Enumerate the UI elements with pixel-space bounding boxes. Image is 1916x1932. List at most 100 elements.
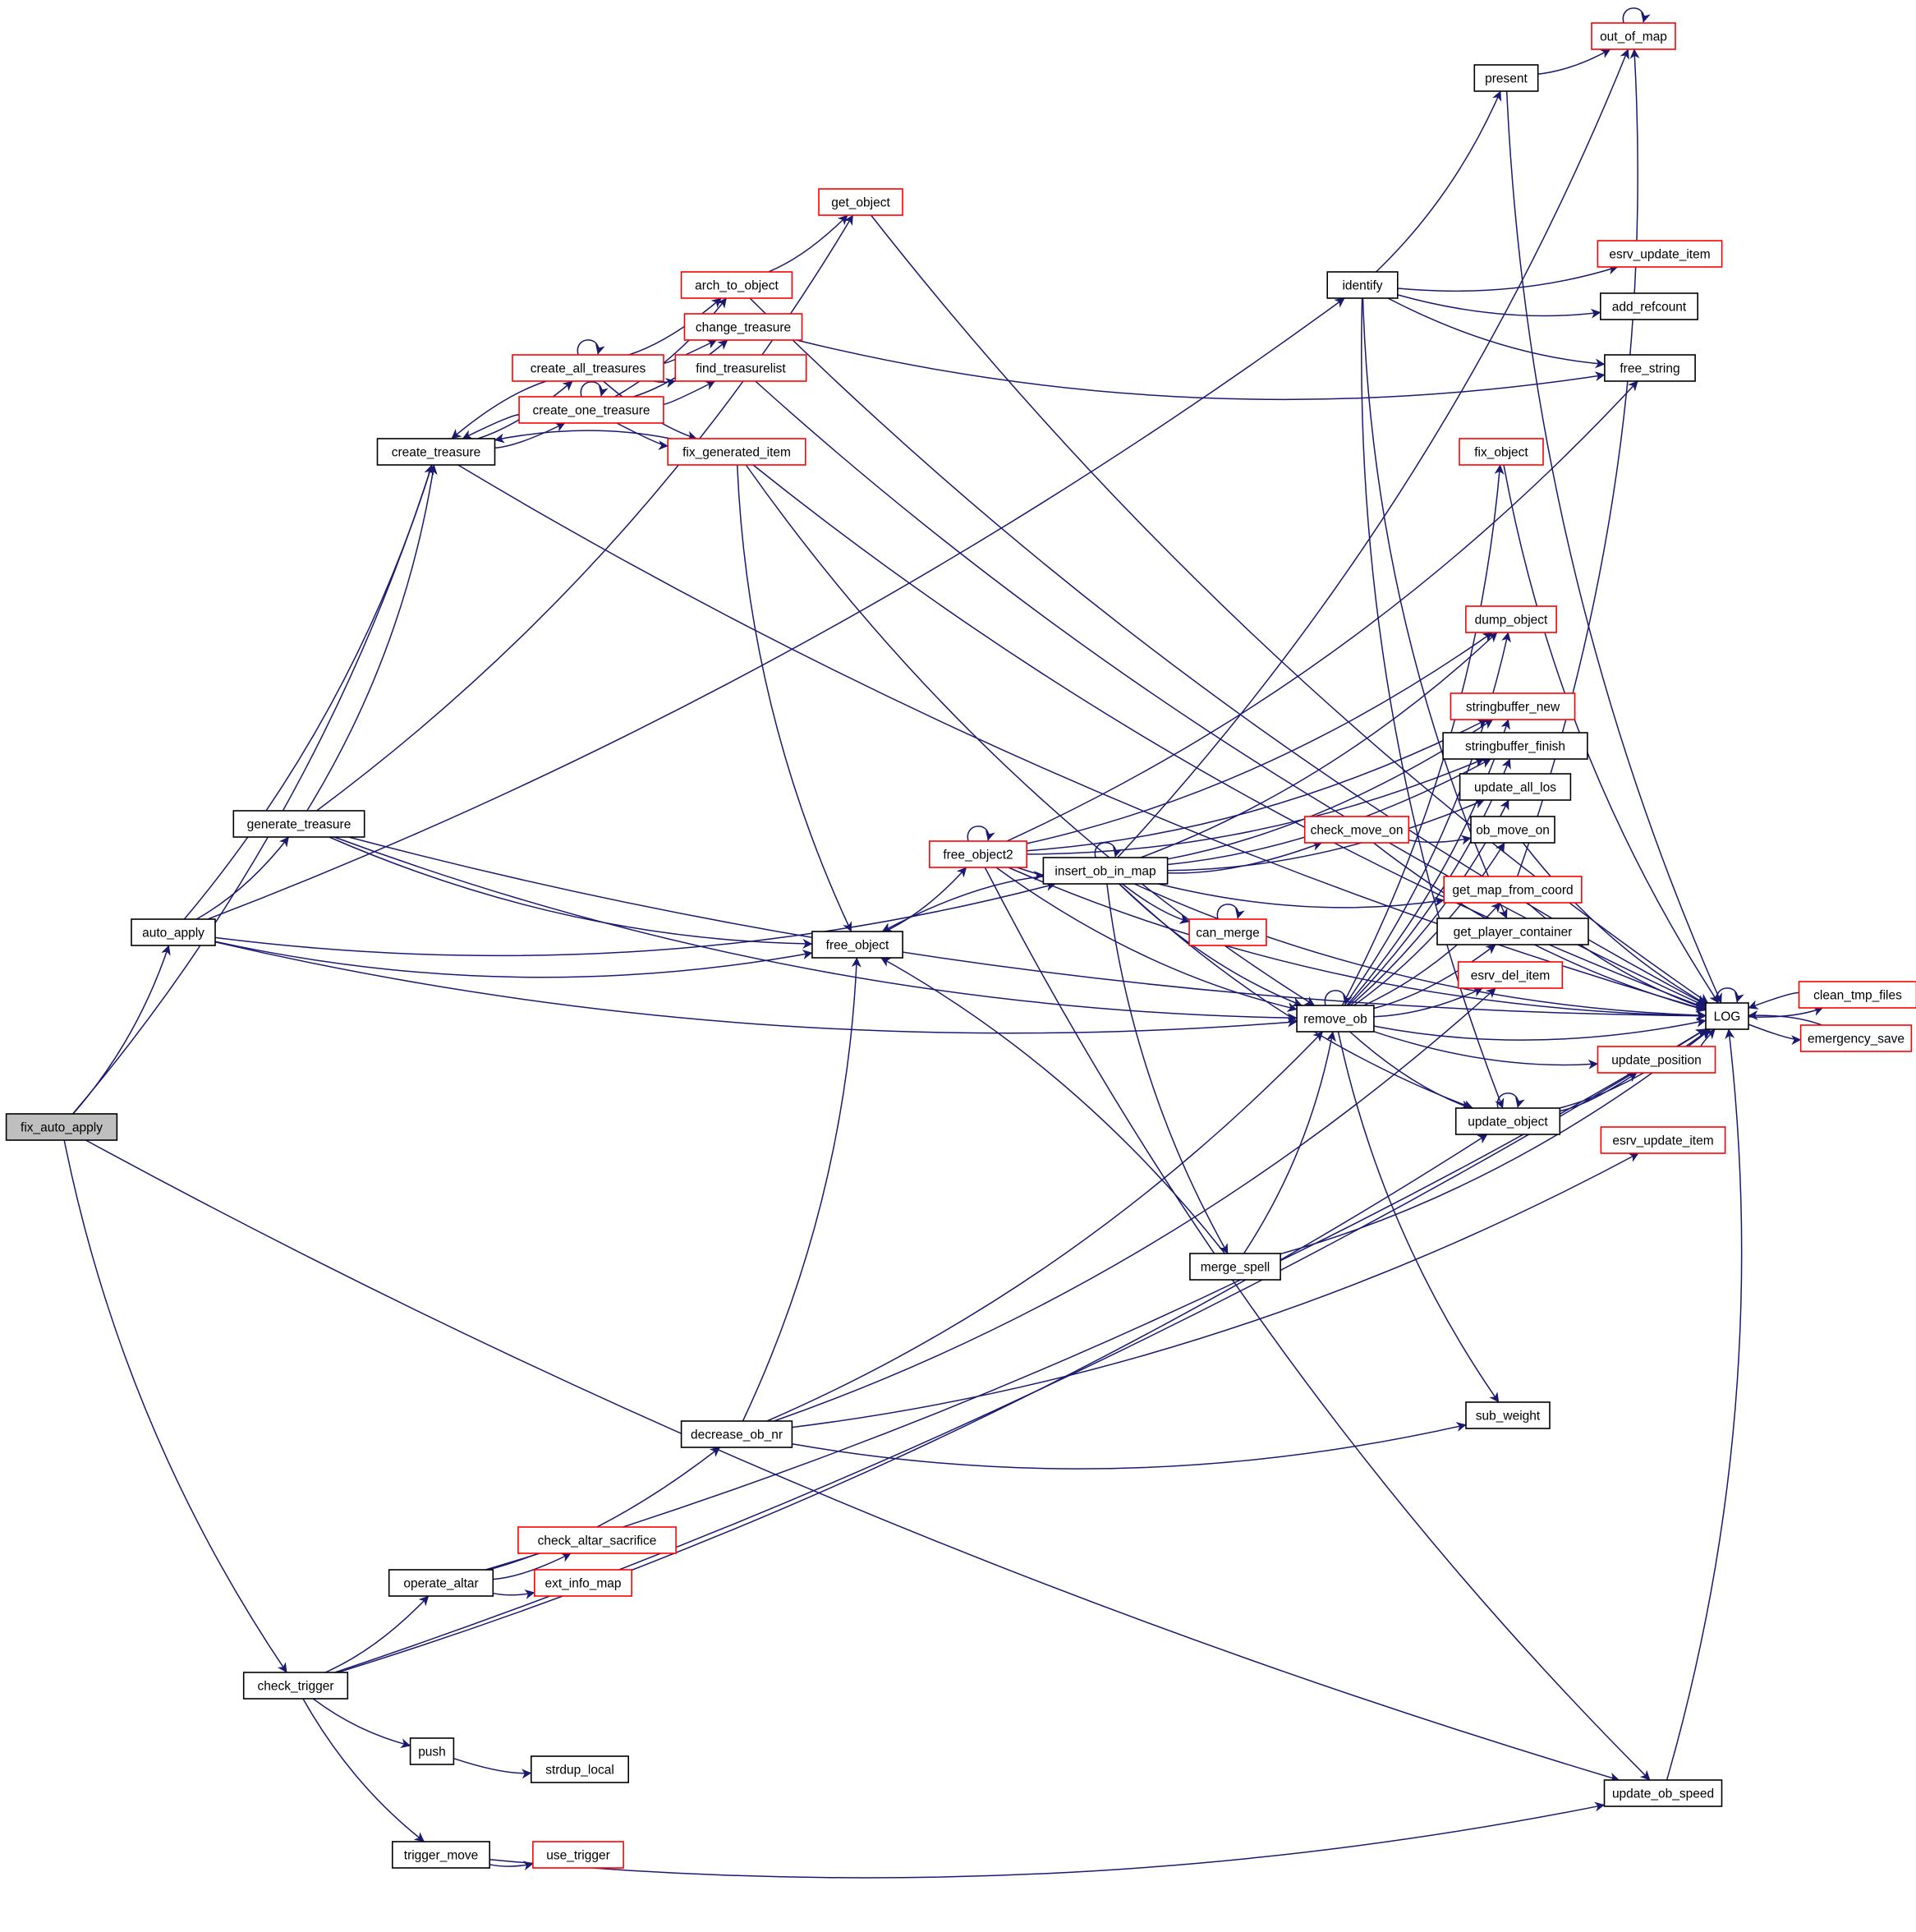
node-box-fix_object[interactable]: [1459, 438, 1544, 466]
graph-node-arch_to_object[interactable]: arch_to_object: [680, 271, 793, 299]
graph-node-create_treasure[interactable]: create_treasure: [376, 438, 496, 466]
graph-node-dump_object[interactable]: dump_object: [1465, 605, 1557, 633]
node-box-insert_ob_in_map[interactable]: [1042, 857, 1169, 885]
node-box-create_one_treasure[interactable]: [518, 396, 664, 424]
graph-node-stringbuffer_new[interactable]: stringbuffer_new: [1450, 692, 1576, 720]
graph-node-get_object[interactable]: get_object: [818, 188, 903, 216]
node-box-stringbuffer_finish[interactable]: [1442, 732, 1588, 760]
node-box-add_refcount[interactable]: [1600, 292, 1699, 320]
graph-node-get_player_container[interactable]: get_player_container: [1436, 918, 1589, 945]
node-box-free_string[interactable]: [1604, 354, 1696, 382]
node-box-ext_info_map[interactable]: [533, 1569, 632, 1597]
graph-node-generate_treasure[interactable]: generate_treasure: [232, 810, 365, 838]
graph-node-push[interactable]: push: [409, 1737, 455, 1765]
graph-node-insert_ob_in_map[interactable]: insert_ob_in_map: [1042, 857, 1169, 885]
graph-node-create_one_treasure[interactable]: create_one_treasure: [518, 396, 664, 424]
graph-node-present[interactable]: present: [1473, 64, 1539, 92]
graph-node-fix_generated_item[interactable]: fix_generated_item: [667, 438, 806, 466]
node-box-can_merge[interactable]: [1188, 918, 1267, 946]
graph-node-find_treasurelist[interactable]: find_treasurelist: [674, 354, 807, 382]
graph-node-add_refcount[interactable]: add_refcount: [1600, 292, 1699, 320]
graph-node-remove_ob[interactable]: remove_ob: [1296, 1005, 1375, 1033]
node-box-find_treasurelist[interactable]: [674, 354, 807, 382]
node-box-trigger_move[interactable]: [391, 1841, 490, 1869]
graph-node-get_map_from_coord[interactable]: get_map_from_coord: [1443, 876, 1583, 904]
graph-node-use_trigger[interactable]: use_trigger: [532, 1841, 624, 1869]
graph-node-free_object[interactable]: free_object: [811, 931, 903, 959]
node-box-change_treasure[interactable]: [683, 313, 803, 341]
node-box-update_all_los[interactable]: [1459, 773, 1572, 801]
node-box-check_trigger[interactable]: [242, 1672, 349, 1700]
graph-node-esrv_update_item_2[interactable]: esrv_update_item: [1600, 1126, 1726, 1154]
node-box-free_object[interactable]: [811, 931, 903, 959]
node-box-esrv_del_item[interactable]: [1457, 961, 1564, 989]
graph-node-out_of_map[interactable]: out_of_map: [1591, 22, 1676, 50]
node-box-identify[interactable]: [1326, 271, 1399, 299]
graph-node-strdup_local[interactable]: strdup_local: [530, 1755, 629, 1783]
graph-node-esrv_del_item[interactable]: esrv_del_item: [1457, 961, 1564, 989]
node-box-sub_weight[interactable]: [1465, 1401, 1551, 1429]
node-box-create_all_treasures[interactable]: [512, 354, 664, 382]
node-box-esrv_update_item_1[interactable]: [1597, 240, 1723, 268]
node-box-stringbuffer_new[interactable]: [1450, 692, 1576, 720]
node-box-update_position[interactable]: [1597, 1046, 1716, 1074]
node-box-get_object[interactable]: [818, 188, 903, 216]
node-box-update_object[interactable]: [1454, 1107, 1561, 1135]
node-box-out_of_map[interactable]: [1591, 22, 1676, 50]
node-box-esrv_update_item_2[interactable]: [1600, 1126, 1726, 1154]
graph-node-update_all_los[interactable]: update_all_los: [1459, 773, 1572, 801]
node-box-free_object2[interactable]: [929, 840, 1028, 868]
node-box-get_player_container[interactable]: [1436, 918, 1589, 945]
node-box-decrease_ob_nr[interactable]: [680, 1420, 793, 1448]
graph-node-free_object2[interactable]: free_object2: [929, 840, 1028, 868]
node-box-emergency_save[interactable]: [1799, 1024, 1913, 1052]
node-box-push[interactable]: [409, 1737, 455, 1765]
graph-node-check_altar_sacrifice[interactable]: check_altar_sacrifice: [517, 1526, 677, 1554]
node-box-strdup_local[interactable]: [530, 1755, 629, 1783]
node-box-auto_apply[interactable]: [131, 918, 216, 946]
graph-node-stringbuffer_finish[interactable]: stringbuffer_finish: [1442, 732, 1588, 760]
graph-node-clean_tmp_files[interactable]: clean_tmp_files: [1798, 981, 1916, 1009]
node-box-remove_ob[interactable]: [1296, 1005, 1375, 1033]
node-box-create_treasure[interactable]: [376, 438, 496, 466]
graph-node-fix_auto_apply[interactable]: fix_auto_apply: [5, 1113, 118, 1141]
graph-node-esrv_update_item_1[interactable]: esrv_update_item: [1597, 240, 1723, 268]
graph-node-can_merge[interactable]: can_merge: [1188, 918, 1267, 946]
node-box-clean_tmp_files[interactable]: [1798, 981, 1916, 1009]
graph-node-ob_move_on[interactable]: ob_move_on: [1470, 816, 1555, 844]
graph-node-sub_weight[interactable]: sub_weight: [1465, 1401, 1551, 1429]
node-box-ob_move_on[interactable]: [1470, 816, 1555, 844]
node-box-dump_object[interactable]: [1465, 605, 1557, 633]
graph-node-free_string[interactable]: free_string: [1604, 354, 1696, 382]
graph-node-trigger_move[interactable]: trigger_move: [391, 1841, 490, 1869]
node-box-generate_treasure[interactable]: [232, 810, 365, 838]
node-box-fix_auto_apply[interactable]: [5, 1113, 118, 1141]
graph-node-ext_info_map[interactable]: ext_info_map: [533, 1569, 632, 1597]
node-box-check_move_on[interactable]: [1303, 816, 1410, 844]
node-box-use_trigger[interactable]: [532, 1841, 624, 1869]
graph-node-check_trigger[interactable]: check_trigger: [242, 1672, 349, 1700]
graph-node-update_object[interactable]: update_object: [1454, 1107, 1561, 1135]
node-box-arch_to_object[interactable]: [680, 271, 793, 299]
graph-node-operate_altar[interactable]: operate_altar: [388, 1569, 494, 1597]
node-box-merge_spell[interactable]: [1189, 1253, 1281, 1281]
node-box-get_map_from_coord[interactable]: [1443, 876, 1583, 904]
graph-node-LOG[interactable]: LOG: [1705, 1002, 1749, 1030]
graph-node-emergency_save[interactable]: emergency_save: [1799, 1024, 1913, 1052]
node-box-LOG[interactable]: [1705, 1002, 1749, 1030]
graph-node-update_ob_speed[interactable]: update_ob_speed: [1603, 1779, 1723, 1807]
graph-node-change_treasure[interactable]: change_treasure: [683, 313, 803, 341]
graph-node-auto_apply[interactable]: auto_apply: [131, 918, 216, 946]
graph-node-merge_spell[interactable]: merge_spell: [1189, 1253, 1281, 1281]
graph-node-decrease_ob_nr[interactable]: decrease_ob_nr: [680, 1420, 793, 1448]
graph-node-identify[interactable]: identify: [1326, 271, 1399, 299]
node-box-fix_generated_item[interactable]: [667, 438, 806, 466]
graph-node-update_position[interactable]: update_position: [1597, 1046, 1716, 1074]
graph-node-check_move_on[interactable]: check_move_on: [1303, 816, 1410, 844]
graph-node-fix_object[interactable]: fix_object: [1459, 438, 1544, 466]
graph-node-create_all_treasures[interactable]: create_all_treasures: [512, 354, 664, 382]
node-box-update_ob_speed[interactable]: [1603, 1779, 1723, 1807]
node-box-check_altar_sacrifice[interactable]: [517, 1526, 677, 1554]
node-box-present[interactable]: [1473, 64, 1539, 92]
node-box-operate_altar[interactable]: [388, 1569, 494, 1597]
